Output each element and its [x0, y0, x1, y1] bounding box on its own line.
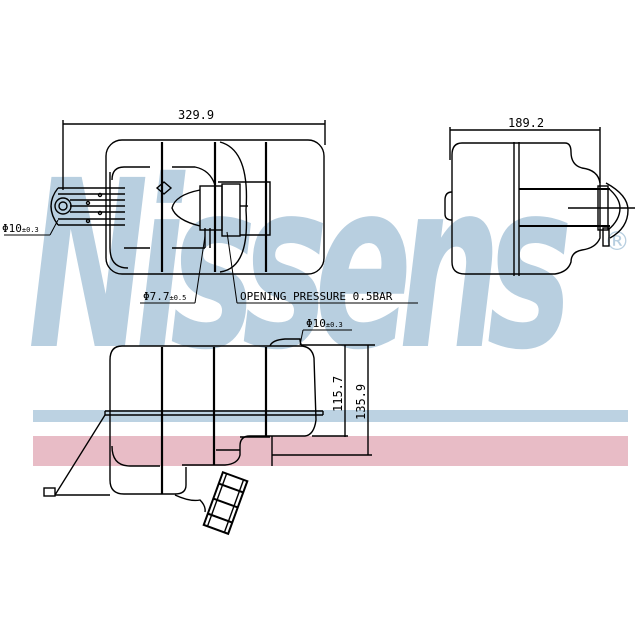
side-view: [444, 127, 635, 276]
outlet-diameter-value: Φ7.7: [143, 290, 170, 303]
outlet-diameter-tolerance: ±0.5: [169, 294, 187, 302]
front-view: [43, 329, 375, 536]
inlet-diameter-tolerance: ±0.3: [21, 226, 39, 234]
outlet-diameter-label: Φ7.7±0.5: [143, 291, 186, 304]
inlet-diameter-value: Φ10: [2, 222, 22, 235]
port-diameter-label: Φ10±0.3: [306, 318, 343, 331]
port-diameter-value: Φ10: [306, 317, 326, 330]
port-diameter-tolerance: ±0.3: [325, 321, 343, 329]
inlet-diameter-label: Φ10±0.3: [2, 223, 39, 236]
outer-height-label: 135.9: [354, 383, 368, 420]
depth-dimension-label: 189.2: [508, 116, 545, 130]
top-view: [4, 120, 418, 304]
inner-height-label: 115.7: [331, 375, 345, 412]
cap-opening-pressure-note: OPENING PRESSURE 0.5BAR: [240, 290, 393, 303]
brand-stripe-blue: [33, 410, 628, 422]
width-dimension-label: 329.9: [178, 108, 215, 122]
brand-stripe-pink: [33, 436, 628, 466]
